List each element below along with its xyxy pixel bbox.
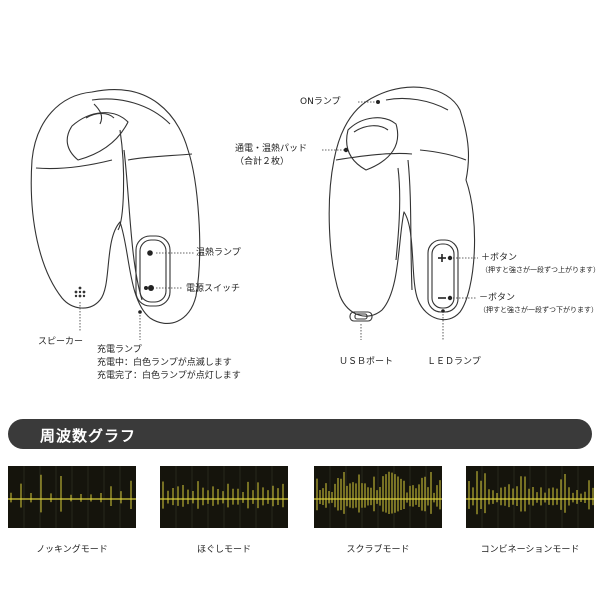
neck-massager-left-illustration — [30, 89, 201, 340]
neck-massager-right-illustration — [322, 86, 478, 340]
on-lamp-label: ONランプ — [300, 97, 341, 107]
plus-button-desc: （押すと強さが一段ずつ上がります） — [481, 266, 600, 274]
graph-loosen — [160, 466, 288, 528]
graph-label-loosen: ほぐしモード — [196, 545, 251, 555]
usb-port-label: ＵＳＢポート — [339, 357, 394, 367]
graph-knock — [8, 466, 136, 528]
graph-combo — [466, 466, 594, 528]
knock-waveform — [8, 466, 136, 528]
section-title: 周波数グラフ — [40, 427, 137, 445]
combo-waveform — [466, 466, 594, 528]
charging-status: 充電中：白色ランプが点滅します — [97, 358, 232, 368]
scrub-waveform — [314, 466, 442, 528]
minus-button-desc: （押すと強さが一段ずつ下がります） — [479, 306, 598, 314]
minus-button-label: －ボタン — [479, 293, 516, 303]
charge-lamp-label: 充電ランプ — [97, 345, 142, 355]
graph-scrub — [314, 466, 442, 528]
pads-count-label: （合計２枚） — [235, 157, 290, 167]
section-banner: 周波数グラフ — [8, 419, 592, 449]
led-lamp-label: ＬＥＤランプ — [427, 357, 481, 367]
speaker-label: スピーカー — [38, 337, 84, 347]
pads-label: 通電・温熱パッド — [235, 144, 308, 154]
plus-button-label: ＋ボタン — [481, 253, 518, 263]
graph-label-combo: コンビネーションモード — [480, 545, 580, 555]
charged-status: 充電完了：白色ランプが点灯します — [97, 371, 241, 381]
power-switch-label: 電源スイッチ — [186, 284, 241, 294]
graph-label-scrub: スクラブモード — [346, 545, 410, 555]
heat-lamp-label: 温熱ランプ — [196, 248, 241, 258]
loosen-waveform — [160, 466, 288, 528]
graph-label-knock: ノッキングモード — [36, 545, 108, 555]
